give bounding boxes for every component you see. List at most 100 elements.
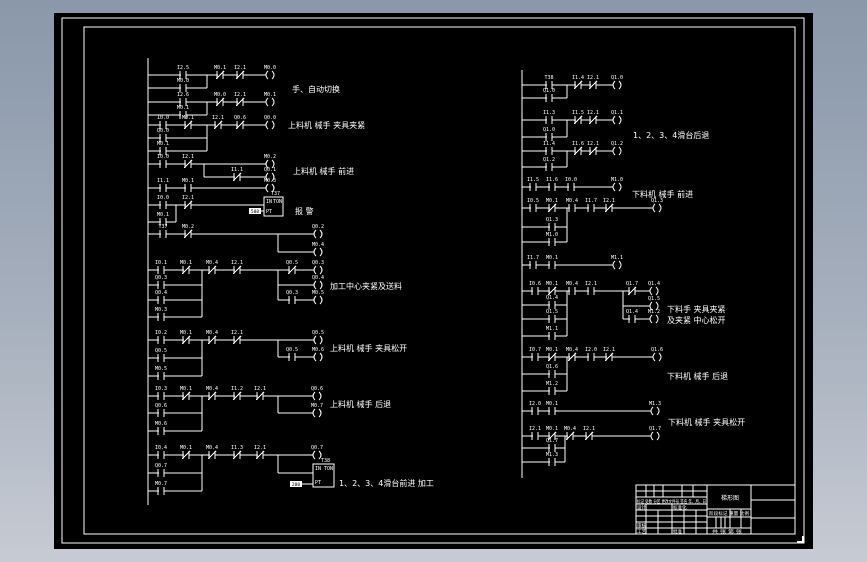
coil-address: Q0.0 [264, 115, 276, 121]
contact-normally-open: I0.0 [157, 154, 169, 168]
coil-left-arc [652, 352, 656, 362]
drawing-sheet [54, 13, 813, 549]
contact-normally-closed: M0.1 [546, 281, 558, 296]
contact-address: I2.5 [177, 65, 189, 71]
contact-normally-open: I0.1 [155, 260, 167, 274]
coil-address: Q0.3 [312, 260, 324, 266]
contact-address: M0.1 [180, 330, 192, 336]
coil-left-arc [312, 408, 316, 418]
coil-left-arc [265, 97, 269, 107]
contact-address: I1.6 [546, 177, 558, 183]
drawing-name: 梯形图 [721, 494, 739, 502]
coil-address: M1.0 [611, 177, 623, 183]
contact-address: M0.1 [546, 347, 558, 353]
output-coil: Q1.1 [611, 110, 623, 125]
contact-address: I1.4 [572, 75, 584, 81]
contact-address: M0.1 [214, 65, 226, 71]
contact-normally-open: Q0.0 [157, 128, 169, 142]
contact-address: M0.1 [157, 141, 169, 147]
coil-right-arc [658, 352, 662, 362]
contact-slash [183, 159, 193, 169]
contact-normally-open: T38 [544, 75, 554, 89]
contact-address: Q0.3 [286, 290, 298, 296]
contact-slash [183, 229, 193, 239]
contact-normally-open: I2.0 [529, 401, 541, 415]
contact-address: Q1.4 [546, 295, 558, 301]
contact-normally-closed: M0.1 [180, 386, 192, 401]
contact-normally-open: I1.5 [527, 177, 539, 191]
contact-address: M0.4 [566, 198, 578, 204]
timer-in-label: IN [315, 466, 321, 472]
sheet-info: 共 张 第 张 [712, 528, 743, 535]
checker-label: 审核 [637, 522, 646, 529]
coil-address: Q1.0 [611, 75, 623, 81]
coil-address: Q1.7 [649, 426, 661, 432]
contact-address: M0.1 [180, 445, 192, 451]
contact-normally-open: Q1.4 [626, 309, 638, 323]
contact-address: I1.4 [543, 141, 555, 147]
coil-right-arc [318, 450, 322, 460]
contact-normally-closed: M0.1 [214, 65, 226, 80]
contact-normally-closed: I2.1 [212, 115, 224, 130]
output-coil: M0.3 [264, 178, 276, 193]
coil-left-arc [265, 120, 269, 130]
contact-normally-open: M1.1 [546, 326, 558, 340]
contact-address: Q0.4 [155, 290, 167, 296]
coil-right-arc [271, 183, 275, 193]
contact-slash [232, 265, 242, 275]
coil-address: M1.1 [611, 255, 623, 261]
rung-comment: 下料手 夹具夹紧 [667, 304, 726, 314]
contact-normally-closed: M0.1 [546, 426, 558, 441]
coil-right-arc [271, 159, 275, 169]
title-block: 标记 处数 分区 更改文件号 签名 年、月、日 设计 标准化 审核 工艺 批准 … [635, 484, 796, 535]
coil-address: Q1.6 [651, 347, 663, 353]
contact-address: Q0.7 [155, 463, 167, 469]
coil-address: M1.2 [648, 309, 660, 315]
coil-left-arc [265, 183, 269, 193]
contact-normally-open: Q1.4 [546, 295, 558, 309]
contact-slash [255, 391, 265, 401]
contact-address: I2.1 [603, 198, 615, 204]
contact-normally-open: M0.7 [155, 481, 167, 495]
rung-comment: 1、2、3、4滑台后退 [633, 130, 709, 140]
contact-address: M1.3 [546, 452, 558, 458]
rung-comment: 下料机 械手 夹具松开 [668, 417, 745, 427]
contact-slash [567, 352, 577, 362]
coil-right-arc [319, 295, 323, 305]
contact-address: M0.1 [546, 426, 558, 432]
contact-normally-open: I0.2 [155, 330, 167, 344]
contact-address: I2.1 [587, 141, 599, 147]
coil-right-arc [271, 120, 275, 130]
coil-right-arc [618, 260, 622, 270]
contact-normally-open: Q0.3 [155, 275, 167, 289]
contact-address: I0.0 [157, 195, 169, 201]
contact-normally-closed: M0.4 [206, 386, 218, 401]
coil-left-arc [612, 80, 616, 90]
contact-normally-open: Q0.3 [286, 290, 298, 304]
output-coil: Q1.3 [651, 198, 663, 213]
timer-name: T38 [321, 458, 330, 464]
rung-comment: 上料机 械手 夹具夹紧 [288, 120, 365, 130]
contact-slash [207, 335, 217, 345]
contact-address: T38 [544, 75, 553, 81]
contact-normally-open: M0.6 [155, 421, 167, 435]
contact-normally-closed: M0.4 [206, 330, 218, 345]
contact-address: M1.1 [546, 326, 558, 332]
contact-slash [232, 450, 242, 460]
coil-address: M0.7 [311, 403, 323, 409]
contact-normally-closed: I1.1 [231, 167, 243, 182]
output-coil: Q0.5 [312, 330, 324, 345]
coil-address: Q0.6 [311, 386, 323, 392]
coil-left-arc [313, 295, 317, 305]
coil-address: Q0.7 [311, 445, 323, 451]
contact-address: M0.4 [566, 281, 578, 287]
contact-normally-open: Q0.5 [286, 347, 298, 361]
contact-normally-open: I1.7 [585, 198, 597, 212]
contact-slash [213, 120, 223, 130]
contact-normally-open: I1.1 [157, 178, 169, 192]
contact-slash [232, 391, 242, 401]
contact-address: I0.0 [565, 177, 577, 183]
output-coil: Q0.6 [311, 386, 323, 401]
